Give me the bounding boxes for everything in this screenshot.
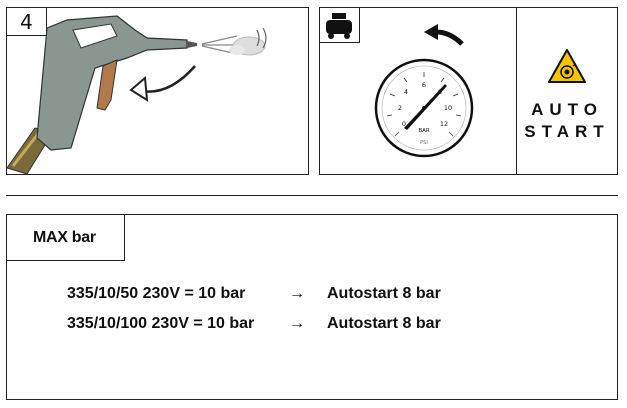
max-row-autostart: Autostart 8 bar — [327, 315, 441, 332]
curved-arrow-icon — [129, 65, 196, 102]
autostart-line1: AUTO — [531, 100, 603, 119]
autostart-panel: AUTO START — [516, 7, 618, 175]
max-row-2: 335/10/100 230V = 10 bar → Autostart 8 b… — [67, 315, 441, 333]
max-row-model: 335/10/50 230V = 10 bar — [67, 285, 246, 302]
max-row-model: 335/10/100 230V = 10 bar — [67, 315, 255, 332]
rotate-left-arrow-icon — [424, 24, 464, 46]
gauge-tick-6: 6 — [422, 81, 426, 89]
gauge-unit-bar: BAR — [418, 128, 430, 134]
step-number: 4 — [7, 8, 47, 36]
gauge-tick-12: 12 — [440, 120, 448, 128]
max-bar-title: MAX bar — [7, 215, 125, 261]
air-gun-panel: 4 — [6, 7, 309, 175]
compressor-box — [320, 8, 360, 43]
section-divider — [6, 195, 618, 196]
gauge-dial: 0 2 4 6 8 10 12 BAR PSI — [374, 24, 474, 158]
gauge-tick-4: 4 — [404, 88, 408, 96]
max-row-arrow: → — [289, 315, 305, 332]
max-row-arrow: → — [289, 285, 305, 302]
autostart-line2: START — [524, 122, 610, 141]
max-row-1: 335/10/50 230V = 10 bar → Autostart 8 ba… — [67, 285, 441, 303]
air-gun-illustration — [7, 15, 267, 174]
gauge-tick-10: 10 — [444, 104, 452, 112]
pressure-gauge-panel: 0 2 4 6 8 10 12 BAR PSI — [319, 7, 517, 175]
air-spray-icon — [201, 27, 267, 56]
gauge-tick-0: 0 — [402, 120, 406, 128]
gauge-unit-psi: PSI — [420, 140, 428, 146]
compressor-icon — [326, 13, 352, 39]
max-row-autostart: Autostart 8 bar — [327, 285, 441, 302]
gauge-tick-2: 2 — [398, 104, 402, 112]
warning-triangle-icon — [548, 49, 586, 83]
max-bar-panel: MAX bar 335/10/50 230V = 10 bar → Autost… — [6, 214, 618, 400]
